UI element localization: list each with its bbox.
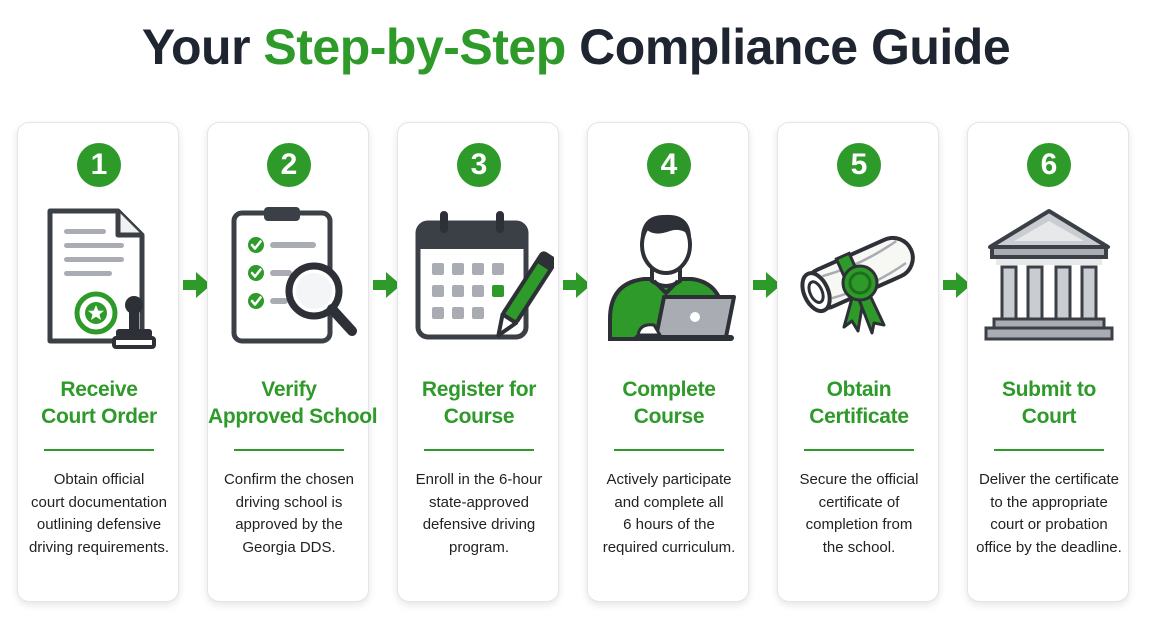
step-desc-line-4: driving requirements.: [28, 538, 170, 556]
step-desc-line-2: to the appropriate: [990, 493, 1108, 511]
step-desc-line-1: Secure the official: [799, 471, 919, 488]
step-label-line-2: Course: [443, 405, 515, 428]
step-label-line-1: Submit to: [1001, 378, 1097, 401]
court-order-document-icon: [24, 201, 174, 351]
step-desc-line-2: court documentation: [31, 493, 167, 511]
certificate-scroll-icon: [784, 201, 934, 351]
step-card-4: 4 Complete Course Actively participate a…: [587, 122, 749, 602]
step-desc-line-1: Deliver the certificate: [978, 471, 1120, 488]
step-divider: [804, 449, 914, 451]
arrow-right-icon: [752, 270, 782, 300]
arrow-right-icon: [562, 270, 592, 300]
step-desc-line-3: court or probation: [990, 516, 1108, 533]
step-card-3: 3: [397, 122, 559, 602]
step-number-badge: 1: [77, 143, 121, 187]
step-label-line-1: Register for: [421, 378, 537, 401]
steps-row: 1 Receive Court Order: [0, 122, 1152, 604]
step-label: Receive Court Order: [18, 376, 180, 430]
step-desc-line-4: program.: [448, 538, 510, 556]
step-card-5: 5 Obtain Certificate: [777, 122, 939, 602]
step-label: Register for Course: [398, 376, 560, 430]
arrow-right-icon: [942, 270, 972, 300]
step-description: Deliver the certificate to the appropria…: [972, 469, 1126, 559]
step-description: Obtain official court documentation outl…: [22, 469, 176, 559]
step-desc-line-1: Confirm the chosen: [223, 471, 355, 488]
step-desc-line-4: Georgia DDS.: [242, 538, 336, 556]
title-part-1: Your: [141, 19, 264, 75]
step-divider: [44, 449, 154, 451]
step-label-line-2: Approved School: [208, 405, 378, 428]
step-description: Enroll in the 6-hour state-approved defe…: [402, 469, 556, 559]
arrow-right-icon: [182, 270, 212, 300]
step-divider: [994, 449, 1104, 451]
step-desc-line-2: driving school is: [235, 493, 343, 511]
step-label: Verify Approved School: [208, 376, 378, 430]
step-desc-line-3: defensive driving: [422, 516, 536, 533]
step-description: Confirm the chosen driving school is app…: [212, 469, 366, 559]
step-desc-line-1: Obtain official: [53, 471, 145, 488]
step-label-line-1: Receive: [60, 378, 138, 401]
step-card-2: 2 Verify Approved School: [207, 122, 378, 602]
step-label-line-1: Complete: [622, 378, 716, 401]
step-label-line-2: Course: [633, 405, 705, 428]
person-laptop-icon: [594, 201, 744, 351]
step-desc-line-3: completion from: [805, 516, 913, 533]
step-card-1: 1 Receive Court Order: [17, 122, 179, 602]
step-number-badge: 6: [1027, 143, 1071, 187]
step-label-line-2: Court Order: [41, 405, 157, 428]
step-desc-line-1: Enroll in the 6-hour: [415, 471, 543, 488]
step-divider: [424, 449, 534, 451]
step-label-line-1: Obtain: [826, 378, 892, 401]
calendar-pen-icon: [404, 201, 554, 351]
step-number-badge: 5: [837, 143, 881, 187]
step-description: Secure the official certificate of compl…: [782, 469, 936, 559]
step-desc-line-2: state-approved: [428, 493, 530, 511]
step-number-badge: 3: [457, 143, 501, 187]
step-card-6: 6 Submit to Court Deliver the certificat…: [967, 122, 1129, 602]
step-label-line-2: Certificate: [809, 405, 909, 428]
step-label: Complete Course: [588, 376, 750, 430]
step-divider: [234, 449, 344, 451]
step-label: Submit to Court: [968, 376, 1130, 430]
step-desc-line-1: Actively participate: [606, 471, 732, 488]
step-number-badge: 4: [647, 143, 691, 187]
courthouse-icon: [974, 201, 1124, 351]
step-desc-line-3: 6 hours of the: [623, 516, 715, 533]
step-label-line-2: Court: [1021, 405, 1077, 428]
arrow-right-icon: [372, 270, 402, 300]
step-label: Obtain Certificate: [778, 376, 940, 430]
step-number-badge: 2: [267, 143, 311, 187]
step-divider: [614, 449, 724, 451]
step-desc-line-3: outlining defensive: [36, 516, 162, 533]
step-desc-line-4: office by the deadline.: [976, 538, 1122, 556]
title-accent: Step-by-Step: [263, 19, 566, 75]
step-description: Actively participate and complete all 6 …: [592, 469, 746, 559]
checklist-magnifier-icon: [214, 201, 364, 351]
page-title: Your Step-by-Step Compliance Guide: [0, 18, 1152, 76]
step-desc-line-3: approved by the: [235, 516, 343, 533]
step-desc-line-2: certificate of: [818, 493, 900, 511]
step-desc-line-4: the school.: [822, 538, 896, 556]
step-label-line-1: Verify: [261, 378, 317, 401]
step-desc-line-4: required curriculum.: [602, 538, 736, 556]
step-desc-line-2: and complete all: [614, 493, 724, 511]
title-part-2: Compliance Guide: [565, 19, 1011, 75]
